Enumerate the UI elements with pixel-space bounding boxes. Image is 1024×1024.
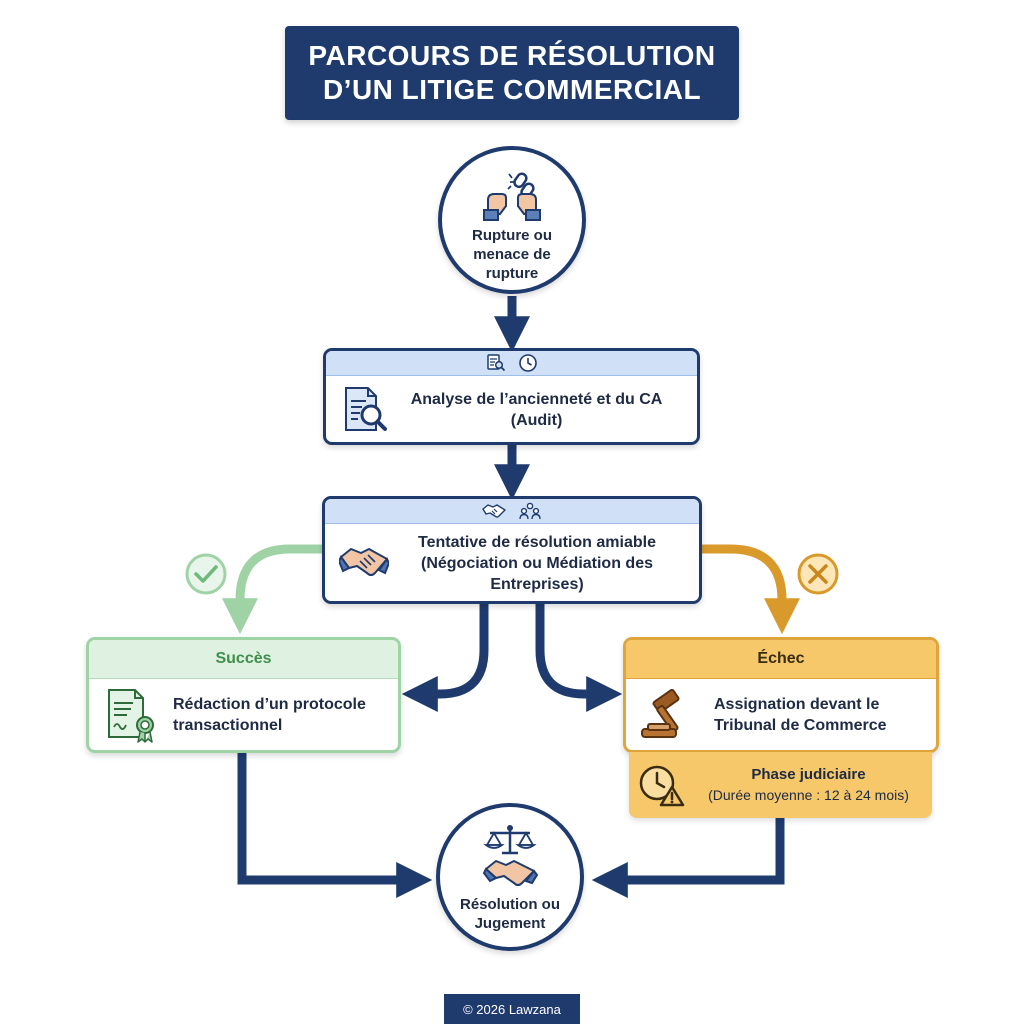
- failure-box: Échec Assignation devant le Tribunal de …: [623, 637, 939, 753]
- footer-copyright: © 2026 Lawzana: [444, 994, 580, 1024]
- success-label: Rédaction d’un protocole transactionnel: [173, 696, 366, 734]
- success-body: Rédaction d’un protocole transactionnel: [89, 679, 398, 750]
- scales-handshake-icon: [482, 825, 538, 886]
- start-node: Rupture ou menace de rupture: [438, 146, 586, 294]
- clock-warning-icon: [639, 765, 685, 807]
- arrow-amiable-to-success: [222, 544, 322, 635]
- handshake-icon: [339, 548, 389, 576]
- amiable-body: Tentative de résolution amiable (Négocia…: [325, 524, 699, 601]
- end-node: Résolution ou Jugement: [436, 803, 584, 951]
- title-line-2: D’UN LITIGE COMMERCIAL: [322, 74, 702, 105]
- amiable-box: Tentative de résolution amiable (Négocia…: [322, 496, 702, 604]
- arrow-amiable-down-left: [401, 604, 489, 712]
- success-header: Succès: [89, 640, 398, 679]
- phase-judiciaire: Phase judiciaire (Durée moyenne : 12 à 2…: [629, 752, 932, 818]
- failure-body: Assignation devant le Tribunal de Commer…: [626, 679, 936, 750]
- broken-chain-hands-icon: [483, 172, 541, 221]
- arrow-phase-to-end: [591, 818, 785, 898]
- phase-text: Phase judiciaire (Durée moyenne : 12 à 2…: [685, 765, 932, 805]
- people-icon: [519, 502, 541, 520]
- amiable-label: Tentative de résolution amiable (Négocia…: [418, 533, 656, 593]
- document-magnifier-icon: [345, 386, 387, 431]
- certificate-icon: [108, 689, 154, 743]
- clock-icon: [518, 354, 537, 372]
- start-label: Rupture ou menace de rupture: [472, 227, 552, 282]
- audit-label: Analyse de l’ancienneté et du CA (Audit): [410, 390, 663, 429]
- arrow-amiable-to-failure: [702, 544, 800, 635]
- failure-header-label: Échec: [757, 650, 805, 667]
- audit-band: [326, 351, 697, 376]
- failure-label: Assignation devant le Tribunal de Commer…: [714, 696, 887, 734]
- document-search-icon: [486, 354, 505, 372]
- amiable-band: [325, 499, 699, 524]
- title-line-1: PARCOURS DE RÉSOLUTION: [308, 40, 716, 71]
- page-title: PARCOURS DE RÉSOLUTION D’UN LITIGE COMME…: [285, 26, 739, 120]
- audit-body: Analyse de l’ancienneté et du CA (Audit): [326, 376, 697, 442]
- phase-duration: (Durée moyenne : 12 à 24 mois): [708, 787, 909, 803]
- handshake-band-icon: [482, 504, 506, 518]
- end-label: Résolution ou Jugement: [460, 896, 560, 932]
- gavel-icon: [641, 689, 680, 738]
- phase-title: Phase judiciaire: [751, 766, 866, 783]
- audit-box: Analyse de l’ancienneté et du CA (Audit): [323, 348, 700, 445]
- arrow-amiable-down-right: [535, 604, 623, 712]
- failure-header: Échec: [626, 640, 936, 679]
- arrow-success-to-end: [237, 752, 433, 898]
- check-circle-icon: [185, 553, 227, 595]
- success-box: Succès Rédaction d’un protocole transact…: [86, 637, 401, 753]
- x-circle-icon: [797, 553, 839, 595]
- success-header-label: Succès: [215, 650, 272, 667]
